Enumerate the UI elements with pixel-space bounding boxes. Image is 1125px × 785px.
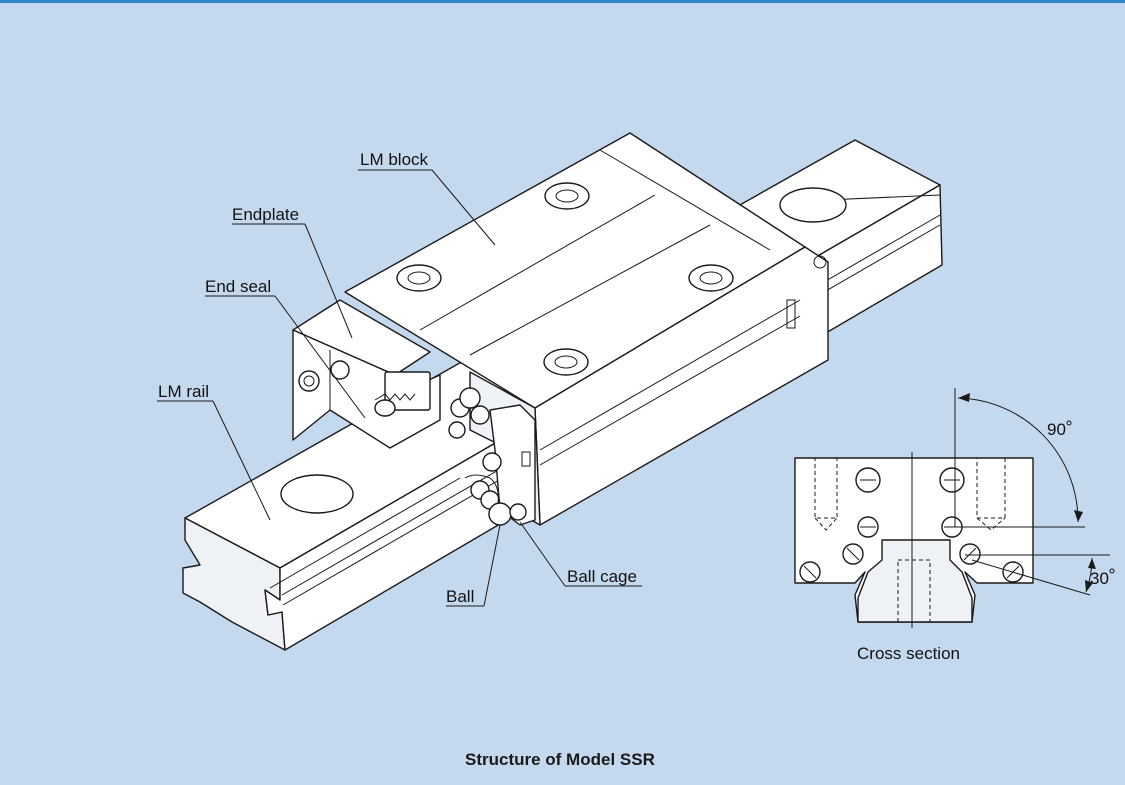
label-ball: Ball xyxy=(446,587,474,606)
label-lm-block: LM block xyxy=(360,150,429,169)
label-cross-section: Cross section xyxy=(857,644,960,663)
endplate-end-seal xyxy=(292,299,536,526)
angle-30-value: 30 xyxy=(1090,569,1109,588)
angle-90-value: 90 xyxy=(1047,420,1066,439)
top-rule xyxy=(0,0,1125,3)
figure-caption: Structure of Model SSR xyxy=(465,750,655,769)
label-end-seal: End seal xyxy=(205,277,271,296)
cross-section-view xyxy=(794,388,1110,628)
label-lm-rail: LM rail xyxy=(158,382,209,401)
degree-mark-30 xyxy=(1109,568,1115,574)
degree-mark-90 xyxy=(1066,420,1072,426)
rail-bolt-hole-front xyxy=(280,474,354,514)
grease-screw xyxy=(374,371,431,417)
balls xyxy=(448,387,527,526)
rail-bolt-hole-back xyxy=(779,187,847,223)
leader-lines xyxy=(157,169,642,607)
label-ball-cage: Ball cage xyxy=(567,567,637,586)
block-mounting-holes xyxy=(396,182,734,376)
label-endplate: Endplate xyxy=(232,205,299,224)
